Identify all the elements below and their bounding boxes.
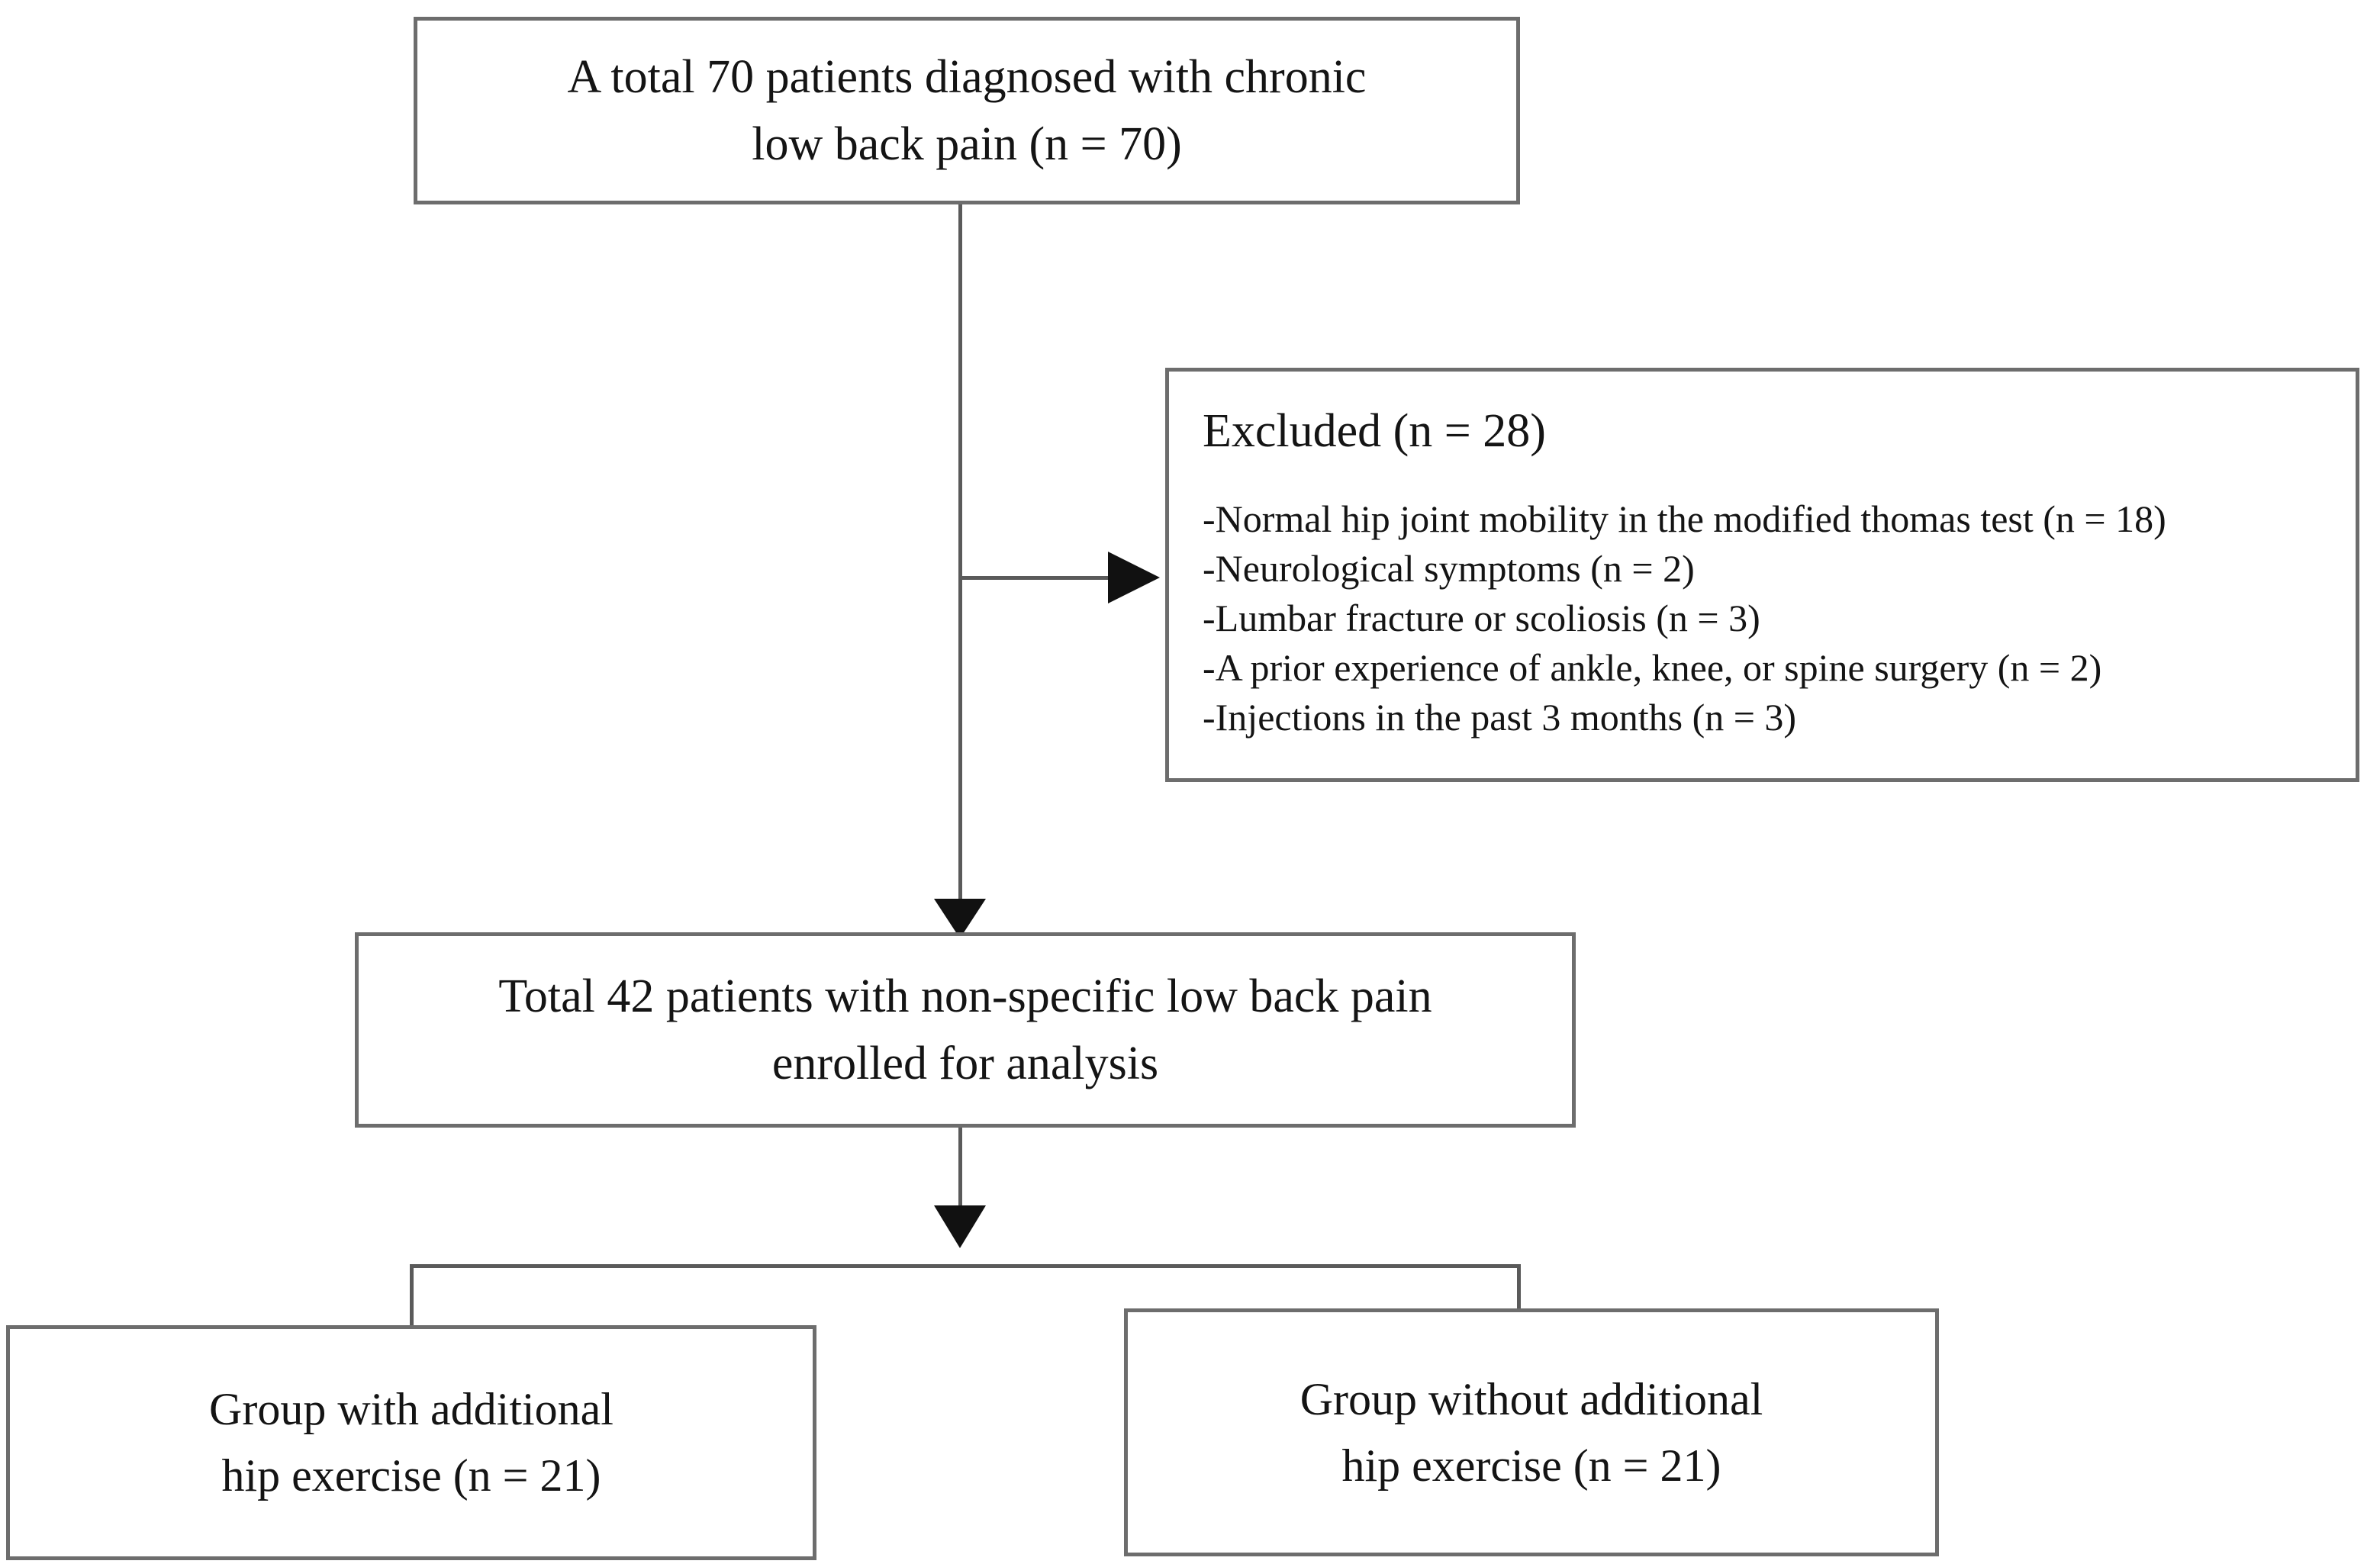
excluded-reason-list: -Normal hip joint mobility in the modifi… [1203,494,2166,742]
excluded-reason-item: -Neurological symptoms (n = 2) [1203,546,1695,590]
connector-split-to-group-without [1517,1264,1521,1311]
arrowhead-right-excluded-icon [1108,552,1160,603]
analysis-line-2: enrolled for analysis [771,1038,1159,1089]
analysis-line-1: Total 42 patients with non-specific low … [498,970,1432,1022]
enrollment-line-1: A total 70 patients diagnosed with chron… [567,50,1367,103]
connector-analysis-to-split [958,1128,962,1210]
group-without-line-2: hip exercise (n = 21) [1341,1440,1721,1491]
excluded-reason-item: -Injections in the past 3 months (n = 3) [1203,695,1797,739]
group-with-line-2: hip exercise (n = 21) [221,1450,601,1501]
excluded-reason-item: -A prior experience of ankle, knee, or s… [1203,645,2102,689]
connector-enrollment-to-analysis [958,204,962,914]
excluded-title: Excluded (n = 28) [1203,405,1546,457]
group-with-line-1: Group with additional [209,1384,614,1434]
analysis-box: Total 42 patients with non-specific low … [355,932,1576,1128]
connector-enrollment-to-excluded [960,576,1113,580]
group-with-hip-exercise-box: Group with additional hip exercise (n = … [6,1325,816,1560]
group-without-line-1: Group without additional [1299,1373,1763,1424]
group-without-hip-exercise-box: Group without additional hip exercise (n… [1124,1308,1939,1556]
excluded-reason-item: -Lumbar fracture or scoliosis (n = 3) [1203,596,1760,639]
enrollment-box: A total 70 patients diagnosed with chron… [414,17,1520,204]
excluded-box: Excluded (n = 28) -Normal hip joint mobi… [1165,368,2359,782]
arrowhead-down-analysis-icon [934,899,986,938]
arrowhead-down-split-icon [934,1205,986,1248]
excluded-reason-item: -Normal hip joint mobility in the modifi… [1203,497,2166,540]
connector-split-to-group-with [410,1264,414,1328]
connector-split-bar [410,1264,1521,1268]
enrollment-line-2: low back pain (n = 70) [752,118,1182,170]
